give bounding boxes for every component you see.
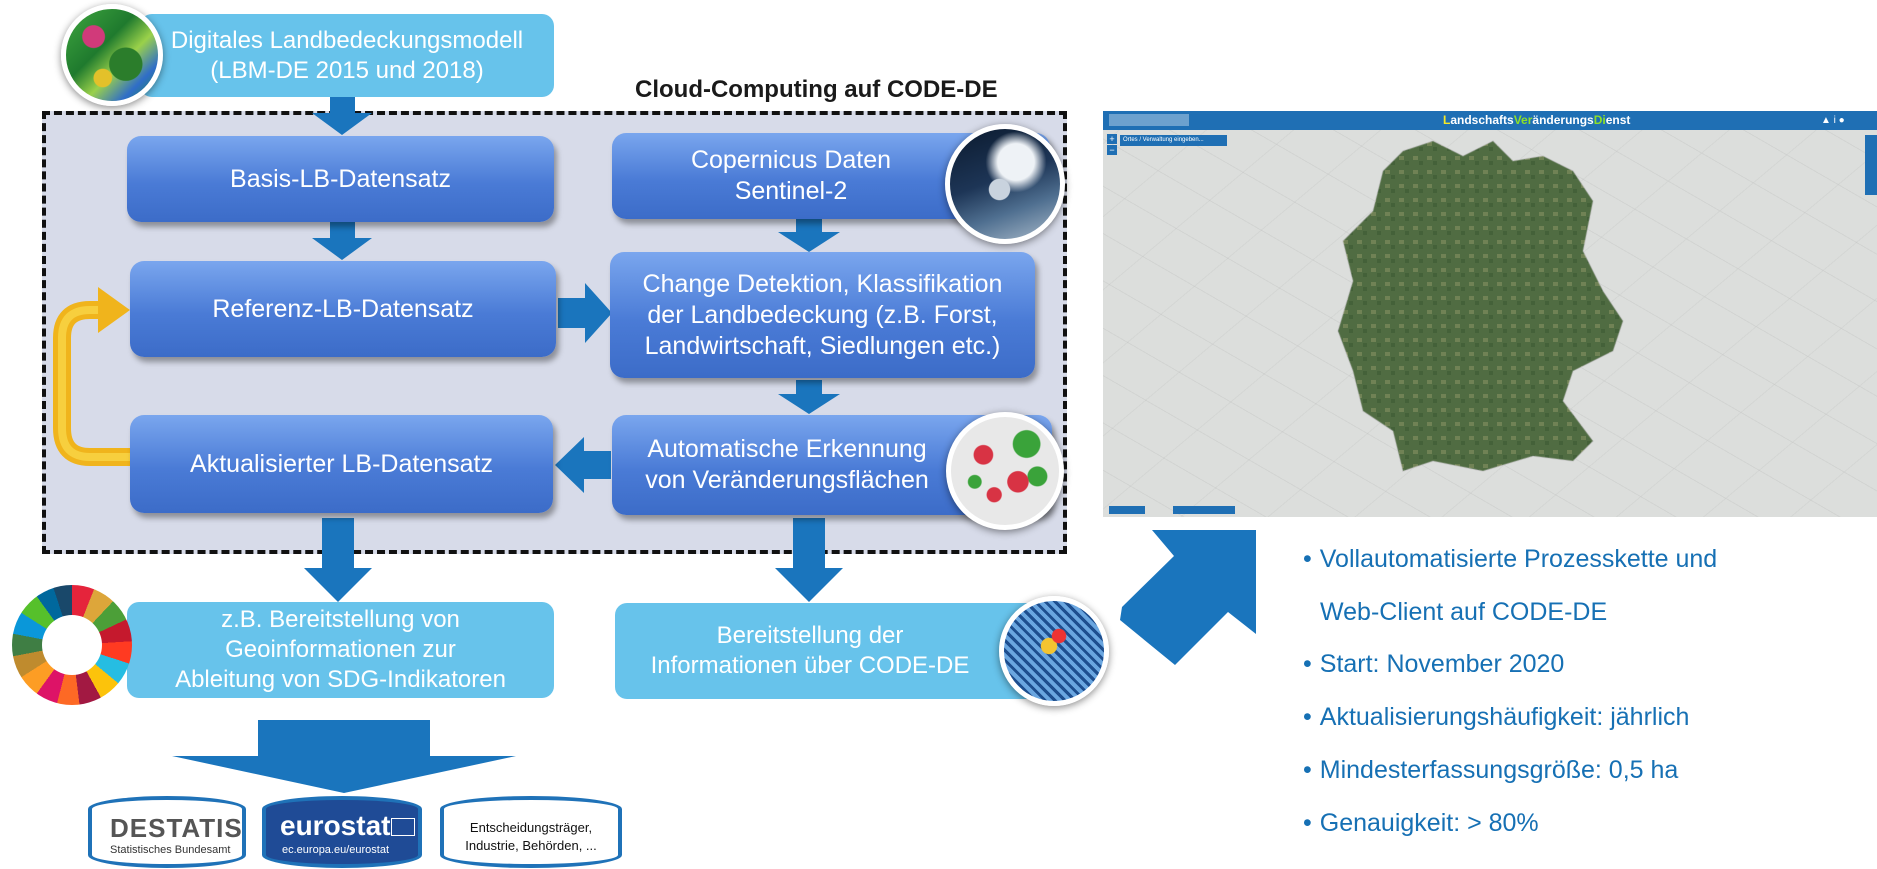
arrow-down-basis-referenz (312, 222, 372, 260)
title-part-2: andschafts (1450, 113, 1514, 127)
arrow-down-auto-bereit (775, 518, 843, 602)
zoom-out-button[interactable]: − (1107, 145, 1117, 155)
title-part-6: enst (1605, 113, 1631, 127)
cloud-computing-title: Cloud-Computing auf CODE-DE (635, 76, 998, 103)
bereit-line1: Bereitstellung der (716, 622, 904, 649)
arrow-down-change-auto (778, 380, 840, 414)
arrow-diagonal-webclient (1120, 530, 1256, 665)
webclient-header: LandschaftsVeränderungsDienst ▲ i ● (1103, 111, 1877, 130)
stakeholders-line2: Industrie, Behörden, ... (465, 838, 597, 853)
sdg-output-box: z.B. Bereitstellung von Geoinformationen… (127, 602, 554, 698)
eurostat-subtitle: ec.europa.eu/eurostat (282, 844, 390, 856)
place-search-input[interactable]: Ortes / Verwaltung eingeben... (1120, 135, 1227, 146)
auto-line1: Automatische Erkennung (647, 435, 927, 463)
eurostat-target: eurostat ec.europa.eu/eurostat (262, 796, 422, 868)
destatis-logo: DESTATIS (110, 813, 243, 843)
bullet-text-3: Start: November 2020 (1319, 650, 1565, 678)
sdg-line2: Geoinformationen zur (225, 636, 456, 663)
sdg-wheel-icon (12, 585, 132, 705)
basis-lb-label: Basis-LB-Datensatz (230, 164, 451, 193)
copernicus-line1: Copernicus Daten (690, 146, 892, 174)
referenz-lb-box: Referenz-LB-Datensatz (130, 261, 556, 357)
title-part-3: Ver (1513, 113, 1533, 127)
bullet-dot-icon: • (1303, 650, 1312, 678)
bullet-frequency: •Aktualisierungshäufigkeit: jährlich (1303, 703, 1689, 732)
arrow-left-auto-aktualisiert (555, 437, 611, 493)
germany-satellite-map (1337, 140, 1624, 472)
lbm-source-line1: Digitales Landbedeckungsmodell (170, 26, 524, 54)
sdg-line1: z.B. Bereitstellung von (221, 606, 460, 633)
change-detection-box: Change Detektion, Klassifikation der Lan… (610, 252, 1035, 378)
aktualisiert-lb-label: Aktualisierter LB-Datensatz (190, 449, 493, 478)
status-bar-coords (1173, 506, 1235, 514)
bkg-logo (1109, 114, 1189, 126)
bullet-text-1: Vollautomatisierte Prozesskette und (1319, 545, 1718, 573)
basis-lb-box: Basis-LB-Datensatz (127, 136, 554, 222)
bereit-line2: Informationen über CODE-DE (650, 652, 970, 679)
title-part-5: Di (1593, 113, 1606, 127)
other-stakeholders-target: Entscheidungsträger, Industrie, Behörden… (440, 796, 622, 868)
arrow-down-copernicus-change (778, 219, 840, 252)
land-cover-map-thumbnail (61, 4, 163, 106)
aktualisiert-lb-box: Aktualisierter LB-Datensatz (130, 415, 553, 513)
stakeholders-line1: Entscheidungsträger, (469, 820, 593, 835)
bullet-dot-icon: • (1303, 809, 1312, 837)
change-areas-map-icon (946, 412, 1064, 530)
bereitstellung-codede-box: Bereitstellung der Informationen über CO… (615, 603, 1055, 699)
change-line1: Change Detektion, Klassifikation (642, 269, 1003, 298)
data-analytics-icon (999, 596, 1109, 706)
destatis-subtitle: Statistisches Bundesamt (110, 844, 231, 856)
destatis-target: DESTATIS Statistisches Bundesamt (88, 796, 246, 868)
bullet-dot-icon: • (1303, 703, 1312, 731)
bullet-start: •Start: November 2020 (1303, 650, 1564, 679)
arrow-down-sdg-targets (172, 720, 516, 793)
eu-flag-icon (391, 818, 415, 836)
auto-line2: von Veränderungsflächen (645, 466, 929, 494)
referenz-lb-label: Referenz-LB-Datensatz (212, 294, 474, 323)
arrow-down-lbm-basis (312, 97, 372, 135)
change-line2: der Landbedeckung (z.B. Forst, (647, 300, 998, 329)
bullet-dot-icon: • (1303, 545, 1312, 573)
lbm-source-box: Digitales Landbedeckungsmodell (LBM-DE 2… (140, 14, 554, 97)
zoom-in-button[interactable]: + (1107, 134, 1117, 144)
header-user-icons[interactable]: ▲ i ● (1821, 115, 1845, 126)
bullet-text-6: Genauigkeit: > 80% (1319, 809, 1539, 837)
change-line3: Landwirtschaft, Siedlungen etc.) (644, 331, 1001, 360)
loop-arrow-head (98, 287, 130, 333)
eurostat-logo: eurostat (280, 810, 391, 841)
bullet-text-2: Web-Client auf CODE-DE (1320, 598, 1608, 626)
title-part-4: änderungs (1532, 113, 1594, 127)
bullet-accuracy: •Genauigkeit: > 80% (1303, 809, 1539, 838)
arrow-down-aktualisiert-sdg (304, 518, 372, 602)
bullet-text-4: Aktualisierungshäufigkeit: jährlich (1319, 703, 1690, 731)
webclient-title: LandschaftsVeränderungsDienst (1443, 113, 1630, 127)
webclient-screenshot: LandschaftsVeränderungsDienst ▲ i ● + − … (1103, 111, 1877, 517)
title-part-1: L (1443, 113, 1451, 127)
place-search-placeholder: Ortes / Verwaltung eingeben... (1123, 137, 1204, 143)
sdg-line3: Ableitung von SDG-Indikatoren (175, 666, 506, 693)
bullet-automation-cont: Web-Client auf CODE-DE (1320, 598, 1607, 627)
bullet-automation: •Vollautomatisierte Prozesskette und (1303, 545, 1717, 574)
copernicus-line2: Sentinel-2 (734, 177, 848, 205)
bullet-dot-icon: • (1303, 756, 1312, 784)
lbm-source-line2: (LBM-DE 2015 und 2018) (210, 56, 484, 84)
map-tools-panel[interactable] (1865, 135, 1877, 195)
status-bar-left (1109, 506, 1145, 514)
arrow-right-referenz-change (558, 283, 612, 343)
bullet-text-5: Mindesterfassungsgröße: 0,5 ha (1319, 756, 1679, 784)
loop-arrow-update (53, 301, 130, 466)
bullet-min-size: •Mindesterfassungsgröße: 0,5 ha (1303, 756, 1678, 785)
satellite-image-icon (945, 124, 1065, 244)
